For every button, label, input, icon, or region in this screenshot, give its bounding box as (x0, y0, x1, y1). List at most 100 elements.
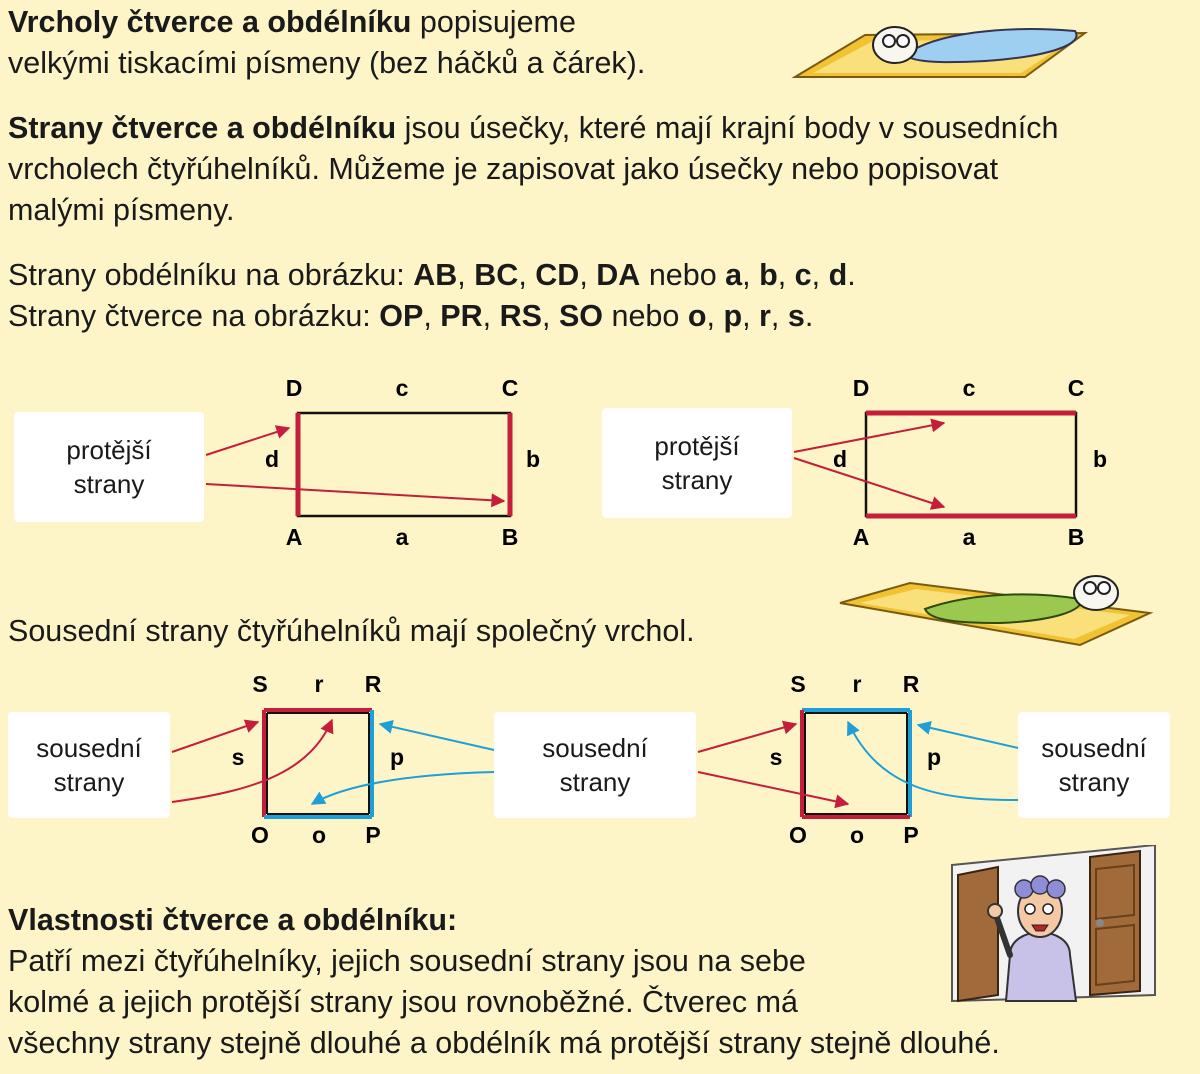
sep: , (518, 258, 536, 292)
sep: , (742, 258, 760, 292)
sep: , (542, 299, 559, 333)
sides-text-1: jsou úsečky, které mají krajní body v so… (396, 111, 1059, 145)
side-d: d (833, 446, 847, 472)
sep: , (423, 299, 441, 333)
vertex-a: A (286, 524, 303, 550)
sep: , (777, 258, 795, 292)
side-r-label: r (315, 671, 324, 697)
side-o-label: o (312, 822, 326, 848)
letter-b: b (759, 258, 778, 292)
side-b: b (1093, 446, 1107, 472)
label-line-1: sousední (542, 733, 648, 763)
rectangle-1-outline (296, 411, 512, 518)
segment-bc: BC (474, 258, 519, 292)
sep: , (706, 299, 724, 333)
arrow-to-a (793, 457, 946, 510)
adjacent-sides-label-right: sousední strany (1018, 712, 1170, 818)
properties-text-1: Patří mezi čtyřúhelníky, jejich sousední… (8, 944, 806, 978)
vertex-o: O (789, 822, 807, 848)
vertex-r: R (903, 671, 920, 697)
side-b: b (526, 446, 540, 472)
arrow-to-r (171, 718, 334, 803)
or-word: nebo (603, 299, 688, 333)
vertices-heading: Vrcholy čtverce a obdélníku (8, 5, 412, 39)
arrow-to-c (793, 418, 946, 453)
segment-cd: CD (535, 258, 580, 292)
side-s-label: s (232, 744, 245, 770)
adjacent-sentence: Sousední strany čtyřúhelníků mají společ… (8, 611, 908, 652)
side-p-label: p (390, 744, 404, 770)
vertex-b: B (1068, 524, 1085, 550)
rect-sides-line: Strany obdélníku na obrázku: AB, BC, CD,… (8, 258, 856, 292)
properties-heading: Vlastnosti čtverce a obdélníku: (8, 903, 458, 937)
vertex-o: O (251, 822, 269, 848)
vertex-r: R (365, 671, 382, 697)
letter-o: o (687, 299, 707, 333)
or-word: nebo (640, 258, 726, 292)
label-line-2: strany (559, 767, 631, 797)
adjacent-sides-label-middle: sousední strany (494, 712, 696, 818)
vertex-s: S (790, 671, 805, 697)
arrow-to-p (916, 721, 1019, 749)
sep: , (742, 299, 760, 333)
sides-list-paragraph: Strany obdélníku na obrázku: AB, BC, CD,… (8, 255, 1108, 337)
vertex-d: D (286, 375, 303, 401)
side-d: d (265, 446, 279, 472)
sides-text-2: vrcholech čtyřúhelníků. Můžeme je zapiso… (8, 152, 999, 186)
segment-pr: PR (440, 299, 483, 333)
letter-s: s (787, 299, 805, 333)
label-line-2: strany (1058, 767, 1130, 797)
rectangle-1: D c C d b A a B (205, 375, 540, 550)
opposite-sides-label-left: protější strany (14, 412, 204, 522)
square-2: S r R s p O o P (697, 671, 1019, 848)
label-line-1: sousední (36, 733, 142, 763)
letter-d: d (828, 258, 848, 292)
period: . (847, 258, 856, 292)
letter-r: r (759, 299, 771, 333)
square-diagrams: S r R s p O o P S r R s p O o P (171, 671, 1019, 848)
rectangle-diagrams: D c C d b A a B D c C d b A a B (205, 375, 1107, 550)
label-line-2: strany (661, 465, 733, 495)
vertices-text-2: velkými tiskacími písmeny (bez háčků a č… (8, 46, 646, 80)
arrow-to-b (205, 483, 506, 508)
sleeping-on-mat-illustration-2 (839, 575, 1154, 647)
letter-c: c (794, 258, 812, 292)
vertex-c: C (502, 375, 519, 401)
rectangle-2: D c C d b A a B (793, 375, 1107, 550)
arrow-to-s (697, 720, 798, 753)
arrow-to-p (378, 719, 495, 751)
segment-ab: AB (413, 258, 458, 292)
side-c: c (963, 375, 976, 401)
angry-woman-at-door-illustration (951, 845, 1156, 1003)
side-a: a (396, 524, 409, 550)
period: . (804, 299, 814, 333)
sides-text-3: malými písmeny. (8, 193, 235, 227)
label-line-2: strany (73, 469, 145, 499)
label-line-1: sousední (1041, 733, 1147, 763)
vertices-paragraph: Vrcholy čtverce a obdélníku popisujeme v… (8, 2, 788, 84)
sleeping-on-mat-illustration-1 (791, 26, 1089, 78)
vertex-d: D (853, 375, 870, 401)
adjacent-sentence-text: Sousední strany čtyřúhelníků mají společ… (8, 614, 695, 648)
label-line-1: protější (66, 435, 152, 465)
vertices-text-1: popisujeme (411, 5, 576, 39)
arrow-to-o (310, 771, 495, 805)
segment-da: DA (596, 258, 641, 292)
letter-p: p (723, 299, 743, 333)
sides-heading: Strany čtverce a obdélníku (8, 111, 397, 145)
vertex-p: P (903, 822, 918, 848)
properties-text-3: všechny strany stejně dlouhé a obdélník … (8, 1026, 1000, 1060)
vertex-c: C (1068, 375, 1085, 401)
sep: , (457, 258, 475, 292)
sep: , (482, 299, 500, 333)
arrow-to-s (171, 719, 260, 753)
arrow-to-d (205, 425, 291, 456)
square-sides-prefix: Strany čtverce na obrázku: (8, 299, 380, 333)
label-line-1: protější (654, 431, 740, 461)
vertex-a: A (853, 524, 870, 550)
segment-rs: RS (499, 299, 542, 333)
rect-sides-prefix: Strany obdélníku na obrázku: (8, 258, 414, 292)
letter-a: a (725, 258, 743, 292)
vertex-b: B (502, 524, 519, 550)
